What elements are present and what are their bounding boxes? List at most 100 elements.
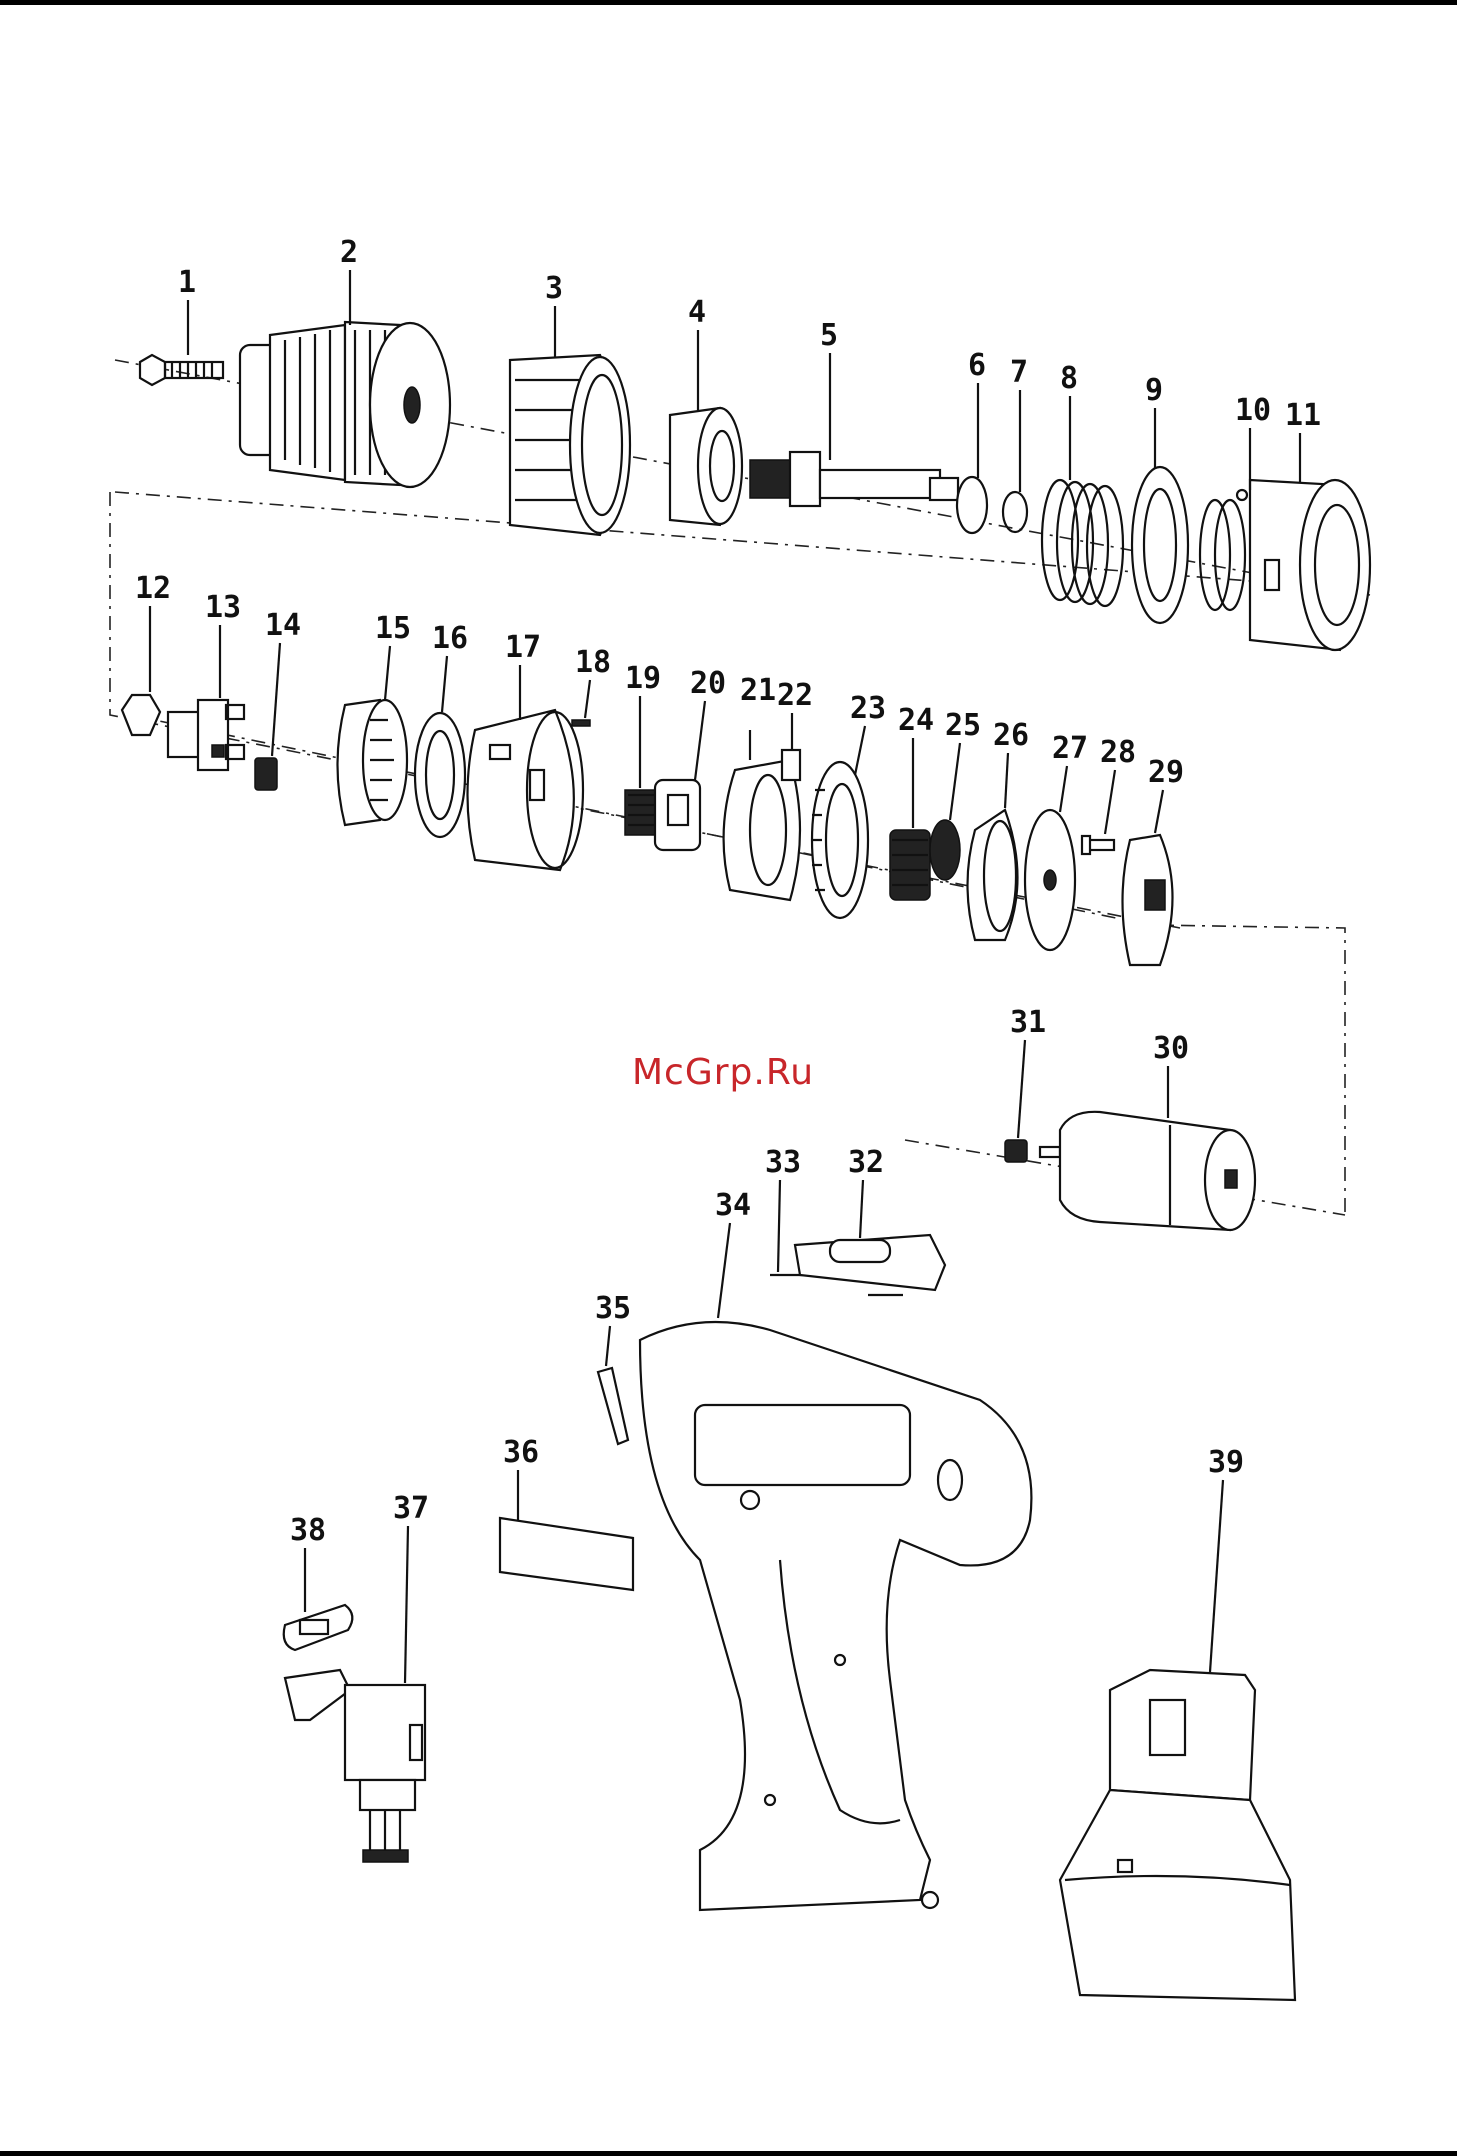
part-39-battery-pack-shape [1058,1668,1297,2002]
part-label-22: 22 [777,678,813,750]
part-label-6: 6 [968,348,986,478]
part-label-35: 35 [595,1291,631,1367]
part-28-screw-shape [1080,834,1116,856]
part-label-27: 27 [1052,731,1088,813]
part-number: 8 [1060,361,1078,396]
part-25-gear-shape [929,819,961,881]
part-number: 5 [820,318,838,353]
part-number: 3 [545,271,563,306]
part-label-39: 39 [1208,1445,1244,1673]
part-11-gear-housing-shape [1198,478,1372,652]
part-17-gear-case-shape [466,708,585,872]
part-3-clutch-ring-shape [508,353,632,537]
part-13-carrier-shape [166,698,246,772]
part-number: 14 [265,608,301,643]
part-label-21: 21 [740,673,776,708]
part-label-31: 31 [1010,1005,1046,1139]
part-18-screw-shape [571,719,591,727]
part-number: 4 [688,295,706,330]
part-label-5: 5 [820,318,838,460]
part-12-nut-shape [120,693,162,737]
part-number: 29 [1148,755,1184,790]
part-number: 18 [575,645,611,680]
part-label-36: 36 [503,1435,539,1520]
part-31-pinion-shape [1004,1139,1028,1163]
part-6-washer-shape [955,475,989,535]
part-number: 1 [178,265,196,300]
part-4-bushing-shape [668,406,744,527]
part-label-37: 37 [393,1491,429,1684]
part-label-7: 7 [1010,355,1028,492]
part-2-chuck-shape [238,320,452,489]
part-labels: 1 2 3 4 5 6 7 8 9 10 11 12 13 14 15 16 1… [135,235,1321,1684]
part-number: 27 [1052,731,1088,766]
part-number: 36 [503,1435,539,1470]
part-1-screw-shape [138,353,225,387]
part-number: 2 [340,235,358,270]
part-number: 11 [1285,398,1321,433]
part-number: 34 [715,1188,751,1223]
part-23-ring-gear-shape [810,760,870,920]
part-number: 35 [595,1291,631,1326]
part-number: 19 [625,661,661,696]
part-number: 39 [1208,1445,1244,1480]
part-14-pin-shape [254,757,278,791]
part-number: 12 [135,571,171,606]
part-number: 25 [945,708,981,743]
part-label-20: 20 [690,666,726,781]
part-label-29: 29 [1148,755,1184,834]
part-label-18: 18 [575,645,611,719]
part-label-1: 1 [178,265,196,355]
part-label-12: 12 [135,571,171,692]
part-label-30: 30 [1153,1031,1189,1118]
part-label-13: 13 [205,590,241,698]
part-label-9: 9 [1145,373,1163,468]
part-number: 16 [432,621,468,656]
part-number: 31 [1010,1005,1046,1040]
part-38-reverse-lever-shape [282,1603,354,1652]
part-label-10: 10 [1235,393,1271,490]
top-border [0,0,1457,5]
part-number: 13 [205,590,241,625]
watermark: McGrp.Ru [632,1052,815,1093]
part-label-11: 11 [1285,398,1321,482]
part-label-17: 17 [505,630,541,720]
part-34-housing-shape [638,1320,1033,1912]
part-15-ring-gear-shape [336,698,409,827]
part-label-23: 23 [850,691,886,776]
part-26-ring-gear-shape [966,808,1019,942]
part-36-label-shape [498,1516,635,1592]
part-19-gear-shape [624,789,658,836]
part-20-carrier-shape [653,778,702,852]
part-number: 22 [777,678,813,713]
part-32-switch-button-shape [793,1233,947,1292]
part-label-38: 38 [290,1513,326,1612]
part-label-26: 26 [993,718,1029,809]
part-number: 33 [765,1145,801,1180]
part-7-circlip-shape [1001,490,1029,534]
part-number: 17 [505,630,541,665]
part-label-2: 2 [340,235,358,325]
part-24-gear-shape [889,829,931,901]
part-number: 38 [290,1513,326,1548]
part-number: 30 [1153,1031,1189,1066]
part-27-washer-shape [1023,808,1077,952]
part-label-24: 24 [898,703,934,828]
part-number: 15 [375,611,411,646]
part-label-16: 16 [432,621,468,713]
part-9-plate-shape [1130,465,1190,625]
part-22-bracket-shape [722,748,802,902]
part-number: 21 [740,673,776,708]
part-5-spindle-shape [749,450,960,508]
part-number: 37 [393,1491,429,1526]
part-number: 24 [898,703,934,738]
part-number: 32 [848,1145,884,1180]
part-number: 26 [993,718,1029,753]
part-label-32: 32 [848,1145,884,1239]
part-30-motor-shape [1038,1110,1257,1232]
part-37-switch-shape [283,1668,427,1863]
part-8-spring-shape [1040,478,1125,608]
part-label-8: 8 [1060,361,1078,480]
part-label-14: 14 [265,608,301,757]
